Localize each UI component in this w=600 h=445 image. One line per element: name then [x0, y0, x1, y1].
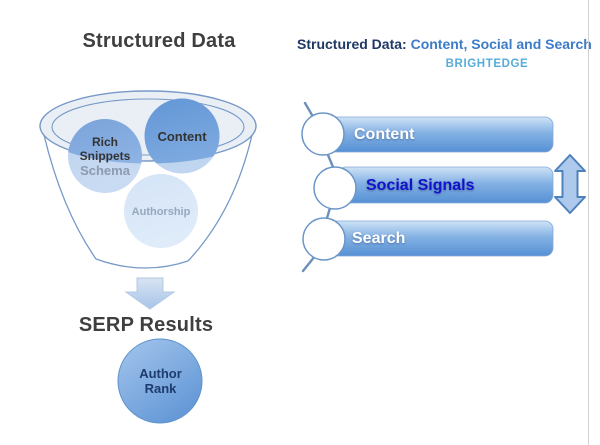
schema-label: Schema: [80, 163, 130, 178]
down-arrow-icon: [124, 277, 176, 310]
node-circle-social: [313, 166, 357, 210]
content-circle-label: Content: [157, 129, 207, 144]
right-title-prefix: Structured Data:: [297, 36, 407, 52]
right-title: Structured Data: Content, Social and Sea…: [297, 36, 592, 52]
authorship-label: Authorship: [131, 206, 191, 218]
right-title-highlight: Content, Social and Search: [406, 36, 592, 52]
author-rank-label: Author Rank: [139, 366, 182, 396]
funnel-cone-overlay: [46, 140, 250, 269]
connector-zigzag-line: [301, 101, 335, 273]
brightedge-logo-text: BRIGHTEDGE: [445, 58, 529, 70]
serp-results-title: SERP Results: [78, 314, 214, 336]
funnel-opening-inner-rim: [51, 98, 245, 156]
slide-edge-divider: [588, 0, 589, 445]
node-circle-content: [301, 112, 345, 156]
bar-label-content: Content: [354, 126, 415, 143]
up-down-arrow-icon: [554, 154, 586, 214]
content-circle: [144, 98, 220, 174]
author-rank-circle: [117, 338, 203, 424]
bar-label-social-signals: Social Signals: [366, 177, 475, 194]
left-title: Structured Data: [82, 30, 236, 52]
node-circle-search: [302, 217, 346, 261]
funnel-cone-outline: [43, 134, 253, 269]
bar-label-search: Search: [352, 230, 406, 247]
rich-snippets-label: Rich Snippets: [79, 135, 131, 163]
